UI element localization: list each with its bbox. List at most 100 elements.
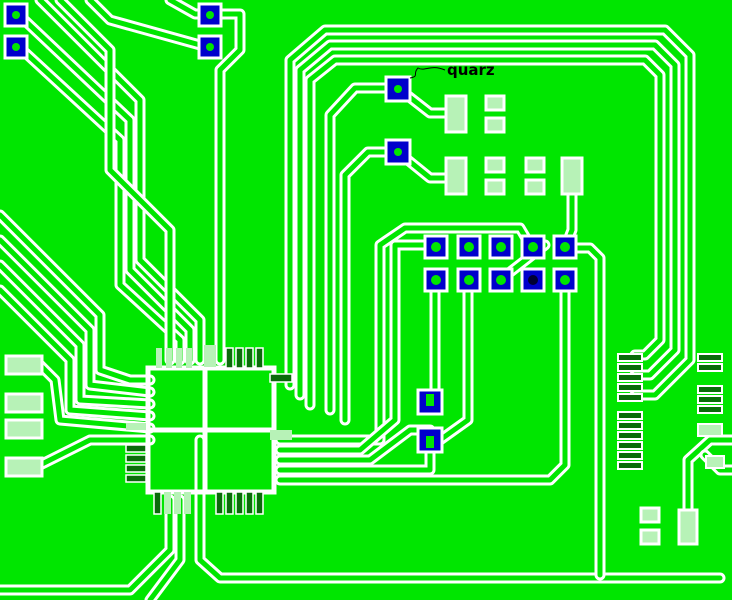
via xyxy=(3,34,29,60)
mcu-pin xyxy=(245,347,254,369)
header-pin xyxy=(488,234,514,260)
crystal-footprint: quarz xyxy=(384,61,495,166)
header-pin xyxy=(456,267,482,293)
mcu-pin xyxy=(225,347,234,369)
header-pin xyxy=(552,267,578,293)
ic-pin xyxy=(617,363,643,372)
smd-pad xyxy=(484,178,506,196)
trace xyxy=(304,54,666,411)
right-ic-footprint xyxy=(617,353,643,470)
mcu-pin xyxy=(204,345,216,367)
ic-pin xyxy=(617,393,643,402)
smd-pad xyxy=(524,178,546,196)
trace xyxy=(34,359,156,434)
quarz-label: quarz xyxy=(447,61,495,79)
mcu-pin xyxy=(166,348,172,368)
trace xyxy=(194,434,726,584)
via-pair xyxy=(416,388,444,454)
ic-pin xyxy=(617,411,643,420)
connector-pin xyxy=(697,385,723,394)
mcu-pin xyxy=(126,423,146,430)
smd-pad xyxy=(4,392,44,414)
trace xyxy=(144,494,186,600)
ic-pin xyxy=(617,373,643,382)
ic-pin xyxy=(617,451,643,460)
via xyxy=(416,388,444,416)
mcu-pin xyxy=(125,474,147,483)
trace xyxy=(682,434,732,526)
header-pin xyxy=(552,234,578,260)
trace xyxy=(339,146,461,426)
trace xyxy=(0,209,156,386)
mcu-pin xyxy=(269,373,293,383)
smd-pad xyxy=(639,528,661,546)
ic-pin xyxy=(617,431,643,440)
via xyxy=(3,2,29,28)
mcu-pin xyxy=(125,444,147,453)
smd-pad xyxy=(444,156,468,196)
via xyxy=(197,34,223,60)
mcu-pin xyxy=(174,492,181,514)
trace xyxy=(0,259,156,410)
connector-pin xyxy=(697,423,723,437)
mcu-pin xyxy=(186,348,192,368)
mcu-pin xyxy=(184,492,191,514)
connector-pin xyxy=(697,395,723,404)
trace xyxy=(204,8,246,366)
header-pin xyxy=(520,234,546,260)
mcu-pin xyxy=(255,491,264,515)
mcu-footprint xyxy=(125,345,293,515)
ic-pin xyxy=(617,461,643,470)
trace xyxy=(274,274,571,486)
trace xyxy=(434,274,474,446)
ic-pin xyxy=(617,383,643,392)
left-components xyxy=(4,354,44,478)
trace xyxy=(0,284,156,422)
connector-pin xyxy=(697,363,723,372)
mcu-pin xyxy=(156,348,162,368)
pin-header xyxy=(423,234,578,293)
crystal-via xyxy=(384,75,412,103)
trace xyxy=(294,39,681,401)
annotation-arrow xyxy=(409,67,446,79)
trace xyxy=(284,24,696,401)
trace xyxy=(324,82,461,416)
ic-pin xyxy=(617,441,643,450)
smd-pad xyxy=(4,418,44,440)
header-pin xyxy=(423,234,449,260)
mcu-pin xyxy=(125,464,147,473)
mcu-pin xyxy=(153,491,162,515)
via xyxy=(197,2,223,28)
mcu-pin xyxy=(215,491,224,515)
connector-pin xyxy=(705,455,725,469)
smd-pad xyxy=(560,156,584,196)
mcu-pin xyxy=(235,491,244,515)
ic-pin xyxy=(617,353,643,362)
header-pin xyxy=(423,267,449,293)
ic-pin xyxy=(617,421,643,430)
mcu-pin xyxy=(125,454,147,463)
mcu-pin xyxy=(225,491,234,515)
mcu-pin xyxy=(176,348,182,368)
smd-pad xyxy=(4,456,44,478)
right-connector xyxy=(697,353,725,469)
top-left-vias xyxy=(3,2,223,60)
smd-pad xyxy=(639,506,661,524)
mcu-pin xyxy=(164,492,171,514)
trace xyxy=(54,0,176,366)
trace xyxy=(12,8,196,366)
mcu-pin xyxy=(245,491,254,515)
smd-pad xyxy=(444,94,468,134)
passive-components xyxy=(444,94,584,196)
header-pin xyxy=(488,267,514,293)
connector-pin xyxy=(697,405,723,414)
smd-pad xyxy=(524,156,546,174)
trace xyxy=(34,434,156,471)
header-pin xyxy=(520,267,546,293)
via xyxy=(416,426,444,454)
connector-pin xyxy=(697,353,723,362)
smd-pad xyxy=(484,94,506,112)
smd-pad xyxy=(4,354,44,376)
